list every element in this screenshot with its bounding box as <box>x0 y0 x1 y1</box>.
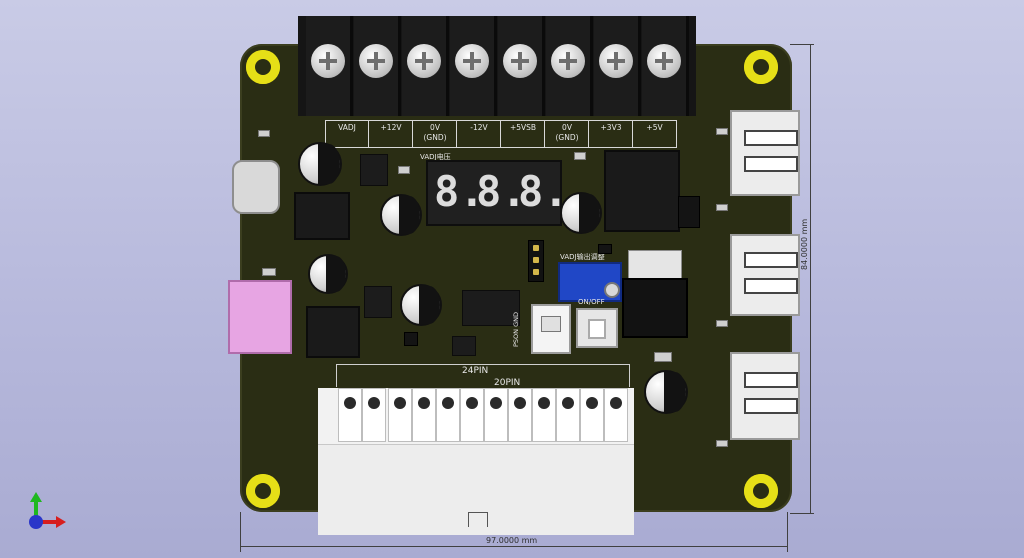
switch-label: ON/OFF <box>578 298 605 306</box>
regulator-pins <box>628 250 682 280</box>
rail-label-12v: +12V <box>370 121 413 147</box>
width-dimension-line <box>240 546 788 547</box>
electrolytic-capacitor <box>400 284 442 326</box>
smd-diode <box>404 332 418 346</box>
smd-diode <box>678 196 700 228</box>
usb-a-port-2 <box>730 234 800 316</box>
terminal-7 <box>594 16 641 116</box>
screw-icon <box>311 44 345 78</box>
display-digit-2: 8. <box>476 167 527 216</box>
atx24-outline <box>336 364 630 387</box>
smd-capacitor <box>654 352 672 362</box>
electrolytic-capacitor <box>560 192 602 234</box>
smd-resistor <box>716 128 728 135</box>
axis-orientation-icon <box>29 492 66 529</box>
atx24-label: 24PIN <box>462 366 489 376</box>
atx-housing <box>318 444 634 535</box>
transistor <box>452 336 476 356</box>
electrolytic-capacitor <box>644 370 688 414</box>
atx-24pin-connector <box>318 388 634 535</box>
pson-connector <box>531 304 571 354</box>
width-dimension-label: 97.0000 mm <box>486 536 538 545</box>
rail-label-3v3: +3V3 <box>590 121 633 147</box>
pson-label: PSON GND <box>512 312 520 347</box>
electrolytic-capacitor <box>298 142 342 186</box>
usb-a-port-3 <box>730 352 800 440</box>
ic-chip <box>364 286 392 318</box>
display-digit-3: 8. <box>518 167 569 216</box>
screw-icon <box>599 44 633 78</box>
screw-terminal-block <box>298 16 696 116</box>
terminal-3 <box>402 16 449 116</box>
potentiometer-adjust-screw <box>604 282 620 298</box>
screw-icon <box>455 44 489 78</box>
power-inductor <box>294 192 350 240</box>
screw-icon <box>647 44 681 78</box>
smd-resistor <box>716 320 728 327</box>
mounting-hole-bottom-right <box>744 474 778 508</box>
usb-c-port <box>232 160 280 214</box>
terminal-4 <box>450 16 497 116</box>
jumper-header <box>528 240 544 282</box>
power-inductor <box>306 306 360 358</box>
terminal-5 <box>498 16 545 116</box>
voltage-regulator <box>622 278 688 338</box>
smd-resistor <box>258 130 270 137</box>
mounting-hole-top-right <box>744 50 778 84</box>
smd-resistor <box>262 268 276 276</box>
electrolytic-capacitor <box>380 194 422 236</box>
mounting-hole-bottom-left <box>246 474 280 508</box>
terminal-2 <box>354 16 401 116</box>
pot-label: VADJ输出调整 <box>560 253 605 261</box>
rail-label-gnd-2: 0V(GND) <box>546 121 589 147</box>
display-label: VADJ电压 <box>420 153 451 161</box>
rail-label-5vsb: +5VSB <box>502 121 545 147</box>
smd-resistor <box>574 152 586 160</box>
smd-resistor <box>716 204 728 211</box>
rail-label-5v: +5V <box>646 123 663 132</box>
electrolytic-capacitor <box>308 254 348 294</box>
rail-label-strip: VADJ +12V 0V(GND) -12V +5VSB 0V(GND) +3V… <box>325 120 677 148</box>
terminal-6 <box>546 16 593 116</box>
atx-latch <box>468 512 488 527</box>
smd-resistor <box>398 166 410 174</box>
rail-label-vadj: VADJ <box>326 121 369 147</box>
ic-chip <box>360 154 388 186</box>
ic-chip <box>462 290 520 326</box>
power-switch <box>576 308 618 348</box>
rail-label-gnd-1: 0V(GND) <box>414 121 457 147</box>
terminal-1 <box>306 16 353 116</box>
usb-a-port-pink <box>228 280 292 354</box>
screw-icon <box>503 44 537 78</box>
terminal-8 <box>642 16 689 116</box>
usb-a-port-1 <box>730 110 800 196</box>
height-dimension-line <box>810 44 811 514</box>
atx20-label: 20PIN <box>494 378 521 388</box>
screw-icon <box>359 44 393 78</box>
screw-icon <box>551 44 585 78</box>
smd-diode <box>598 244 612 254</box>
mounting-hole-top-left <box>246 50 280 84</box>
display-digit-1: 8. <box>434 167 485 216</box>
height-dimension-label: 84.0000 mm <box>800 218 809 270</box>
rail-label-neg12v: -12V <box>458 121 501 147</box>
smd-resistor <box>716 440 728 447</box>
power-inductor <box>604 150 680 232</box>
screw-icon <box>407 44 441 78</box>
seven-segment-display: 8. 8. 8. <box>426 160 569 226</box>
